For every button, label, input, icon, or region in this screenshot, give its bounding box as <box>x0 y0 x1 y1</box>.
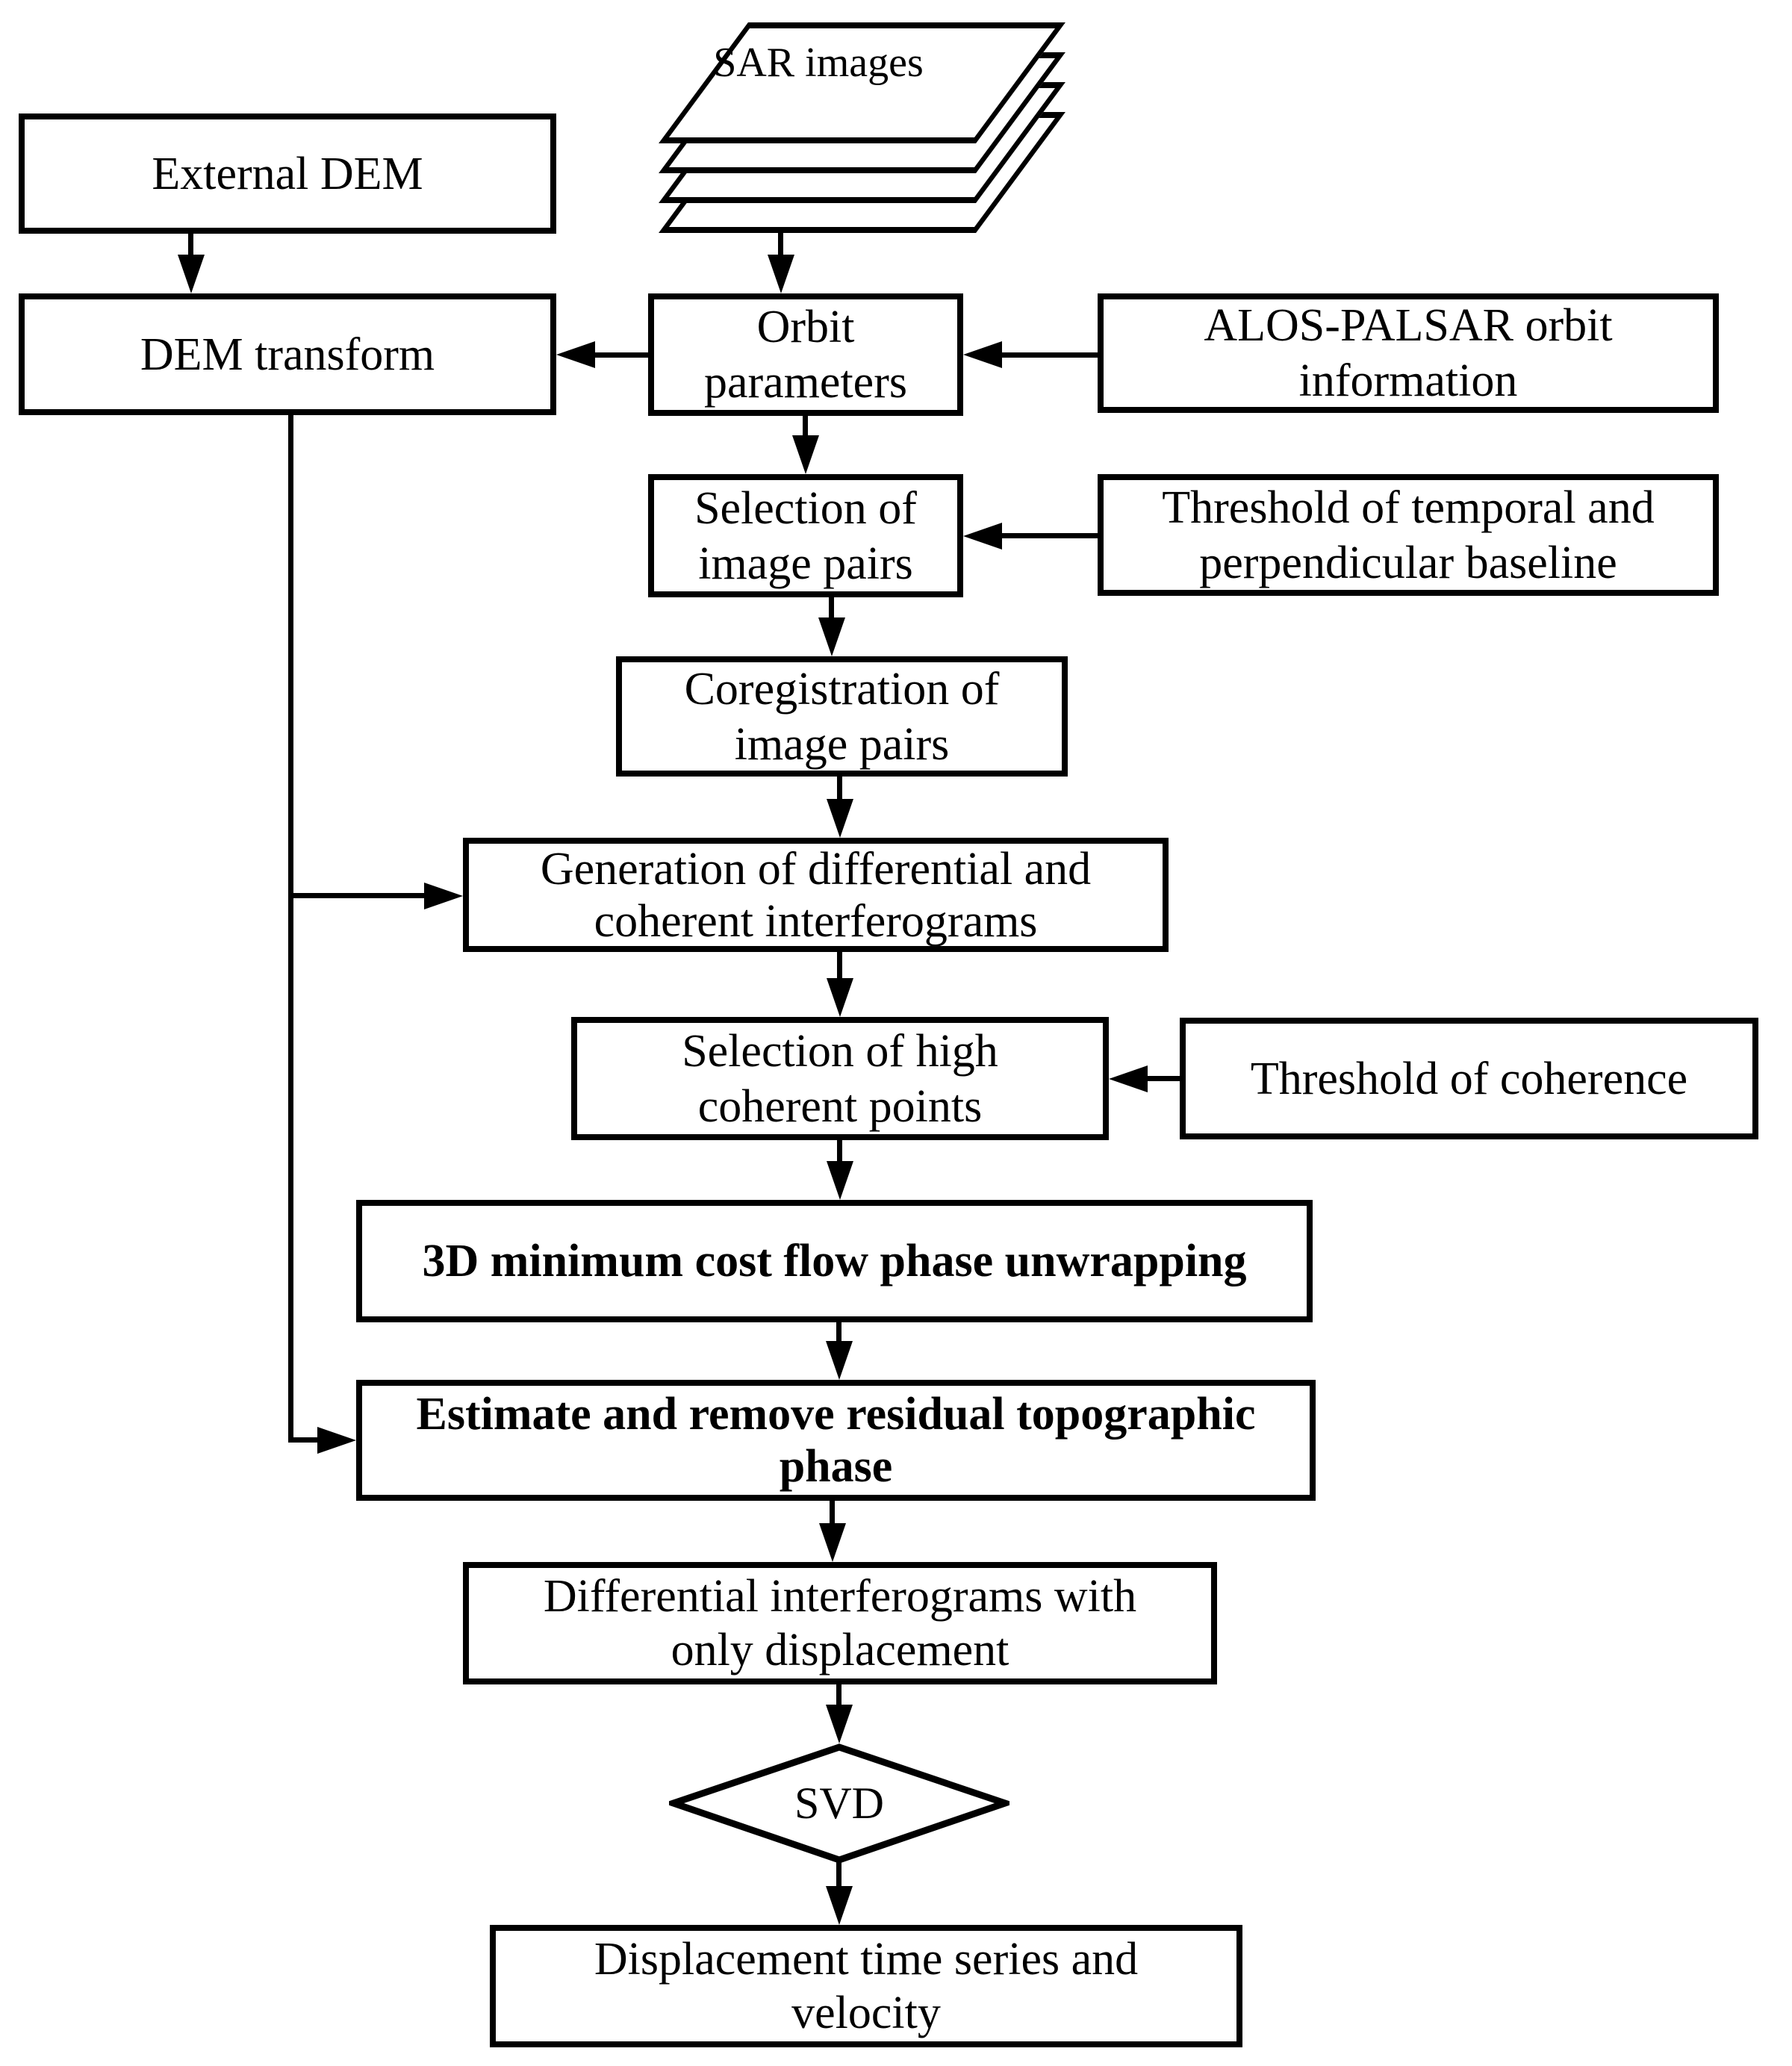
flow-line <box>1146 1076 1180 1081</box>
displacement-series-line1: Displacement time series and <box>594 1934 1139 1985</box>
arrow-left-icon <box>1109 1065 1148 1092</box>
sar-images-label: SAR images <box>713 40 924 86</box>
dem-transform-box: DEM transform <box>19 293 556 415</box>
selection-high-coherent-box: Selection of high coherent points <box>571 1017 1109 1140</box>
generation-interferograms-line2: coherent interferograms <box>594 895 1038 947</box>
arrow-left-icon <box>556 341 595 368</box>
alos-orbit-info-line2: information <box>1298 355 1518 406</box>
displacement-series-line2: velocity <box>791 1988 941 2038</box>
orbit-parameters-line1: Orbit <box>756 302 855 352</box>
flow-line <box>188 234 193 255</box>
differential-displacement-line2: only displacement <box>671 1625 1009 1675</box>
flow-line <box>288 415 293 1443</box>
external-dem-box: External DEM <box>19 113 556 234</box>
flow-line <box>594 352 648 358</box>
differential-displacement-line1: Differential interferograms with <box>543 1571 1137 1622</box>
selection-image-pairs-line1: Selection of <box>694 482 917 534</box>
arrow-down-icon <box>827 1161 853 1200</box>
flow-line <box>288 1437 319 1443</box>
arrow-left-icon <box>963 341 1002 368</box>
threshold-baseline-line1: Threshold of temporal and <box>1162 482 1655 533</box>
external-dem-label: External DEM <box>152 148 423 199</box>
threshold-baseline-line2: perpendicular baseline <box>1199 537 1617 588</box>
arrow-down-icon <box>768 255 794 293</box>
svd-diamond <box>669 1743 1009 1864</box>
coregistration-line2: image pairs <box>734 718 950 770</box>
flow-line <box>1001 352 1098 358</box>
flow-line <box>837 1140 842 1163</box>
arrow-down-icon <box>826 1341 853 1380</box>
alos-orbit-info-line1: ALOS-PALSAR orbit <box>1204 300 1613 351</box>
mcf-unwrapping-box: 3D minimum cost flow phase unwrapping <box>356 1200 1313 1322</box>
estimate-remove-line1: Estimate and remove residual topographic <box>416 1389 1256 1440</box>
selection-high-coherent-line1: Selection of high <box>682 1025 998 1077</box>
svd-label: SVD <box>794 1779 885 1828</box>
arrow-right-icon <box>317 1427 356 1454</box>
generation-interferograms-line1: Generation of differential and <box>540 843 1092 894</box>
selection-high-coherent-line2: coherent points <box>697 1080 983 1132</box>
flow-line <box>829 597 834 619</box>
flow-line <box>803 416 808 437</box>
flow-line <box>836 1861 841 1888</box>
displacement-series-box: Displacement time series and velocity <box>490 1925 1242 2047</box>
arrow-down-icon <box>826 1886 853 1925</box>
flow-line <box>288 893 426 898</box>
orbit-parameters-box: Orbit parameters <box>648 293 963 416</box>
flow-line <box>830 1501 835 1525</box>
arrow-down-icon <box>819 1523 846 1562</box>
generation-interferograms-box: Generation of differential and coherent … <box>463 838 1169 952</box>
differential-displacement-box: Differential interferograms with only di… <box>463 1562 1217 1684</box>
mcf-unwrapping-label: 3D minimum cost flow phase unwrapping <box>422 1236 1247 1286</box>
alos-orbit-info-box: ALOS-PALSAR orbit information <box>1098 293 1719 413</box>
arrow-down-icon <box>827 799 853 838</box>
arrow-right-icon <box>424 883 463 909</box>
threshold-baseline-box: Threshold of temporal and perpendicular … <box>1098 474 1719 596</box>
orbit-parameters-line2: parameters <box>704 357 907 408</box>
flow-line <box>1001 533 1098 538</box>
coregistration-line1: Coregistration of <box>684 663 1000 715</box>
selection-image-pairs-box: Selection of image pairs <box>648 474 963 597</box>
selection-image-pairs-line2: image pairs <box>698 538 913 589</box>
flow-line <box>837 952 842 980</box>
arrow-left-icon <box>963 523 1002 550</box>
dem-transform-label: DEM transform <box>140 329 435 380</box>
threshold-coherence-label: Threshold of coherence <box>1250 1053 1688 1104</box>
arrow-down-icon <box>818 617 845 656</box>
flow-line <box>778 231 783 255</box>
arrow-down-icon <box>178 255 205 293</box>
coregistration-box: Coregistration of image pairs <box>616 656 1068 777</box>
arrow-down-icon <box>827 978 853 1017</box>
flow-line <box>836 1684 841 1706</box>
threshold-coherence-box: Threshold of coherence <box>1180 1018 1758 1139</box>
flow-line <box>836 1322 841 1342</box>
arrow-down-icon <box>792 435 819 474</box>
estimate-remove-line2: phase <box>779 1441 893 1492</box>
arrow-down-icon <box>826 1705 853 1743</box>
flow-line <box>837 777 842 800</box>
estimate-remove-box: Estimate and remove residual topographic… <box>356 1380 1316 1501</box>
